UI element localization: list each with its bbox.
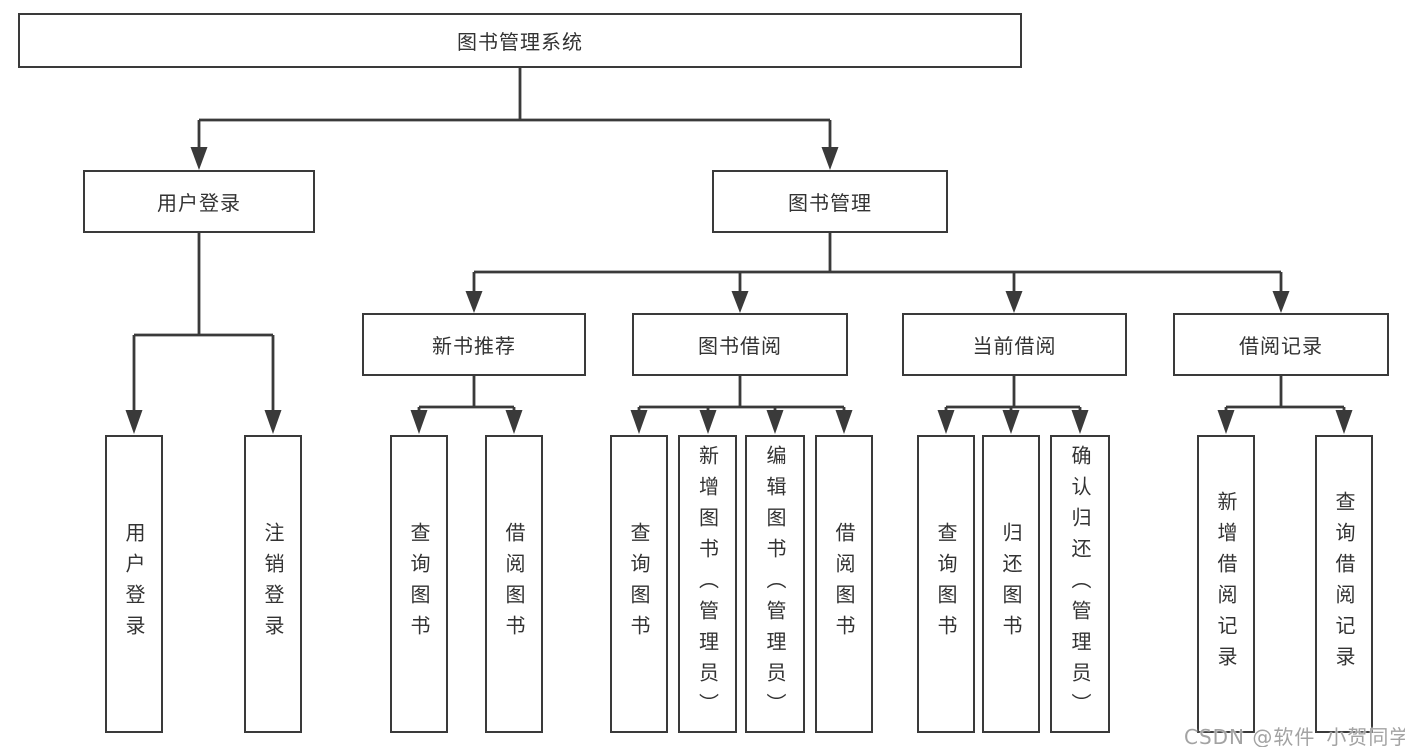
node-root: 图书管理系统	[18, 13, 1022, 68]
leaf-query-books-current-label: 查询图书	[934, 522, 958, 646]
node-book-borrow: 图书借阅	[632, 313, 848, 376]
leaf-borrow-books: 借阅图书	[815, 435, 873, 733]
node-book-management-label: 图书管理	[788, 191, 872, 215]
node-user-login: 用户登录	[83, 170, 315, 233]
connector-borrow-records	[1224, 375, 1346, 412]
leaf-edit-book-admin: 编辑图书（管理员）	[745, 435, 805, 733]
leaf-confirm-return-admin: 确认归还（管理员）	[1050, 435, 1110, 733]
node-user-login-label: 用户登录	[157, 191, 241, 215]
leaf-query-books-current: 查询图书	[917, 435, 975, 733]
node-current-borrow: 当前借阅	[902, 313, 1127, 376]
node-borrow-records-label: 借阅记录	[1239, 334, 1323, 358]
connector-root	[197, 68, 832, 149]
connector-book-borrow	[637, 375, 846, 412]
leaf-confirm-return-admin-label: 确认归还（管理员）	[1068, 444, 1092, 724]
node-book-management: 图书管理	[712, 170, 948, 233]
leaf-user-login-label: 用户登录	[122, 522, 146, 646]
node-book-borrow-label: 图书借阅	[698, 334, 782, 358]
leaf-add-borrow-record-label: 新增借阅记录	[1214, 491, 1238, 677]
node-new-book-recommend-label: 新书推荐	[432, 334, 516, 358]
leaf-query-books-recommend: 查询图书	[390, 435, 448, 733]
leaf-borrow-books-label: 借阅图书	[832, 522, 856, 646]
node-new-book-recommend: 新书推荐	[362, 313, 586, 376]
connector-user-login	[132, 233, 275, 411]
leaf-query-borrow-record-label: 查询借阅记录	[1332, 491, 1356, 677]
connector-book-management	[472, 233, 1283, 292]
connector-new-book-recommend	[417, 375, 516, 412]
leaf-user-login: 用户登录	[105, 435, 163, 733]
arrowheads	[125, 147, 1353, 434]
leaf-add-book-admin: 新增图书（管理员）	[678, 435, 737, 733]
csdn-watermark: CSDN @软件_小贺同学	[1184, 725, 1405, 747]
leaf-add-borrow-record: 新增借阅记录	[1197, 435, 1255, 733]
leaf-edit-book-admin-label: 编辑图书（管理员）	[763, 444, 787, 724]
leaf-return-book-label: 归还图书	[999, 522, 1023, 646]
leaf-logout-label: 注销登录	[261, 522, 285, 646]
leaf-logout: 注销登录	[244, 435, 302, 733]
leaf-return-book: 归还图书	[982, 435, 1040, 733]
node-current-borrow-label: 当前借阅	[972, 334, 1057, 358]
node-borrow-records: 借阅记录	[1173, 313, 1389, 376]
leaf-query-books-borrow: 查询图书	[610, 435, 668, 733]
leaf-add-book-admin-label: 新增图书（管理员）	[695, 444, 720, 724]
leaf-borrow-books-recommend: 借阅图书	[485, 435, 543, 733]
leaf-query-borrow-record: 查询借阅记录	[1315, 435, 1373, 733]
connector-current-borrow	[944, 375, 1082, 412]
leaf-query-books-borrow-label: 查询图书	[627, 522, 651, 646]
leaf-query-books-recommend-label: 查询图书	[407, 522, 431, 646]
leaf-borrow-books-recommend-label: 借阅图书	[502, 522, 526, 646]
node-root-label: 图书管理系统	[457, 30, 583, 54]
